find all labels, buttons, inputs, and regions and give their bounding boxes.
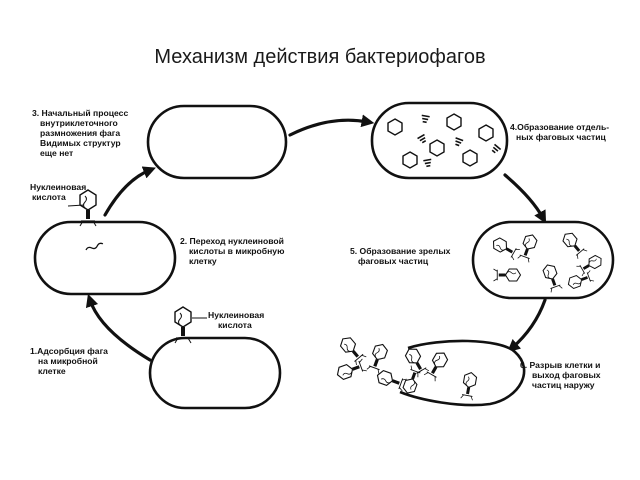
stage-3-label: 3. Начальный процесс внутриклеточного ра… [32,108,131,158]
stage-1-label: 1.Адсорбция фага на микробной клетке [30,346,110,376]
arrow-5-to-6 [507,298,547,353]
bacterial-cell-stage-3 [146,104,288,180]
arrow-4-to-5 [503,173,547,224]
arrow-3-to-4 [288,114,375,137]
arrow-1-to-2 [85,293,152,362]
arrow-2-to-3 [103,166,156,217]
adsorbed-phage-icon [174,306,192,344]
nucleic-acid-label-bottom: Нуклеиновая кислота [208,310,267,330]
diagram-title: Механизм действия бактериофагов [154,46,486,68]
bacterial-cell-stage-2 [33,220,177,296]
stage-4-label: 4.Образование отдель- ных фаговых частиц [510,122,612,142]
stage-5-label: 5. Образование зрелых фаговых частиц [350,246,453,266]
stage-2-label: 2. Переход нуклеиновой кислоты в микробн… [180,236,287,266]
injecting-phage-icon [79,189,97,227]
nucleic-acid-label-left: Нуклеиновая кислота [30,182,89,202]
bacterial-cell-stage-1 [148,336,282,410]
stage-6-label: 6. Разрыв клетки и выход фаговых частиц … [520,360,603,390]
burst-bacterial-cell [399,339,526,407]
